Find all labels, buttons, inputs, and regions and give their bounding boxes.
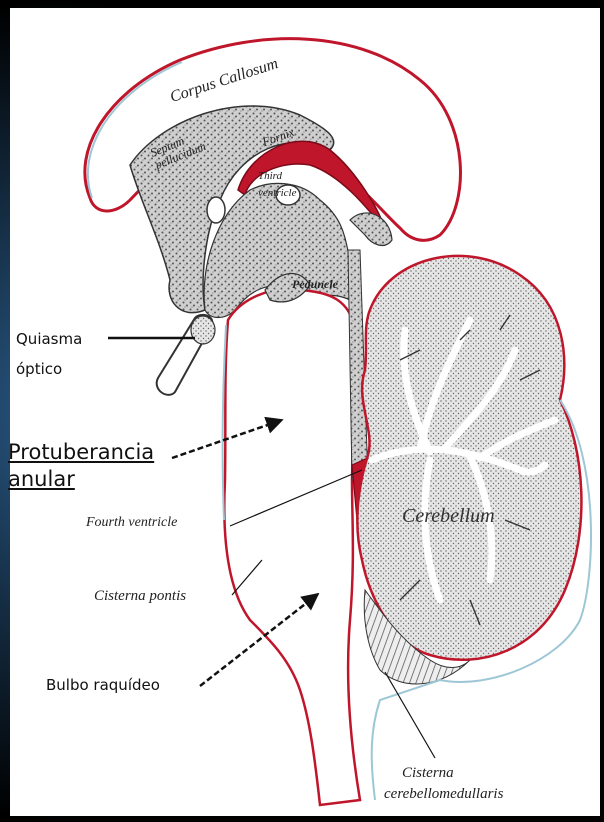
foramen-opening bbox=[207, 197, 225, 223]
label-peduncle: Peduncle bbox=[292, 277, 338, 292]
label-third-ventricle: Third ventricle bbox=[258, 168, 318, 201]
annotation-bulbo: Bulbo raquídeo bbox=[46, 676, 160, 695]
optic-chiasm-cap bbox=[191, 316, 215, 344]
annotation-protuberancia-1: Protuberancia bbox=[8, 440, 154, 464]
label-cerebellum: Cerebellum bbox=[402, 505, 495, 528]
label-cisterna-cm-2: cerebellomedullaris bbox=[384, 786, 503, 803]
annotation-protuberancia-2: anular bbox=[8, 467, 75, 491]
label-cisterna-cm-1: Cisterna bbox=[402, 765, 454, 782]
label-fourth-ventricle: Fourth ventricle bbox=[86, 515, 177, 531]
annotation-quiasma-2: óptico bbox=[16, 360, 62, 379]
annotation-quiasma-1: Quiasma bbox=[16, 330, 82, 349]
label-cisterna-pontis: Cisterna pontis bbox=[94, 588, 186, 605]
